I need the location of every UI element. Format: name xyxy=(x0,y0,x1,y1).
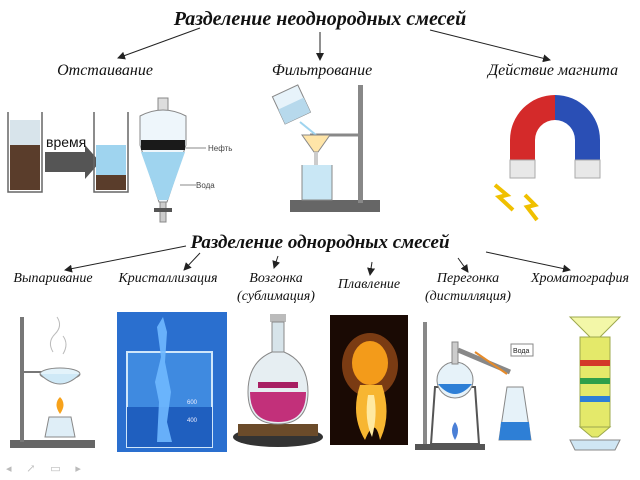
water-label: Вода xyxy=(196,181,215,190)
label-sublimation: Возгонка (сублимация) xyxy=(228,270,324,306)
beaker-settled xyxy=(93,112,129,193)
oil-label: Нефть xyxy=(208,144,232,153)
label-filtering: Фильтрование xyxy=(271,62,373,79)
evaporation-illustration xyxy=(10,316,95,448)
pouring-beaker xyxy=(271,84,312,125)
arrow-to-melting xyxy=(367,261,376,276)
title-homogeneous: Разделение однородных смесей xyxy=(190,232,450,253)
label-chromatography: Хроматография xyxy=(531,271,629,286)
magnet-red-half xyxy=(510,95,555,160)
label-evaporation: Выпаривание xyxy=(13,271,93,286)
distillation-water-label: Вода xyxy=(513,348,529,355)
arrow-to-magnet xyxy=(429,29,551,63)
sublimation-illustration xyxy=(233,314,323,447)
arrow-to-evaporation xyxy=(64,245,187,273)
label-melting: Плавление xyxy=(337,277,401,292)
arrow-to-settling xyxy=(117,27,201,60)
arrow-to-crystallization xyxy=(183,252,201,271)
title-heterogeneous: Разделение неоднородных смесей xyxy=(173,8,467,30)
label-distillation: Перегонка (дистилляция) xyxy=(413,270,523,306)
melting-illustration xyxy=(330,315,408,445)
chromatography-illustration xyxy=(568,316,622,451)
magnet-blue-half xyxy=(555,95,600,160)
label-sublimation-line2: (сублимация) xyxy=(237,289,315,304)
label-distillation-line1: Перегонка xyxy=(436,271,500,286)
filtering-illustration xyxy=(271,84,380,212)
label-magnet: Действие магнита xyxy=(487,62,619,79)
distillation-illustration: Вода xyxy=(415,322,534,450)
label-distillation-line2: (дистилляция) xyxy=(425,289,511,304)
time-arrow xyxy=(45,145,100,179)
label-crystallization: Кристаллизация xyxy=(118,271,218,286)
settling-illustration: время Нефть Вода xyxy=(7,97,232,223)
svg-text:600: 600 xyxy=(187,400,198,406)
slide-nav-icons[interactable]: ◂ ↗ ▭ ▸ xyxy=(6,463,87,475)
beaker-mixed xyxy=(7,112,43,193)
crystallization-illustration: 600 400 xyxy=(117,312,227,452)
time-label: время xyxy=(46,134,86,150)
separatory-funnel xyxy=(139,97,187,223)
arrow-to-distillation xyxy=(457,257,469,273)
magnet-illustration xyxy=(493,95,601,222)
label-sublimation-line1: Возгонка xyxy=(249,271,303,286)
label-settling: Отстаивание xyxy=(57,62,153,79)
svg-text:400: 400 xyxy=(187,418,198,424)
arrow-to-chromatography xyxy=(485,251,571,273)
arrow-to-sublimation xyxy=(272,255,281,269)
